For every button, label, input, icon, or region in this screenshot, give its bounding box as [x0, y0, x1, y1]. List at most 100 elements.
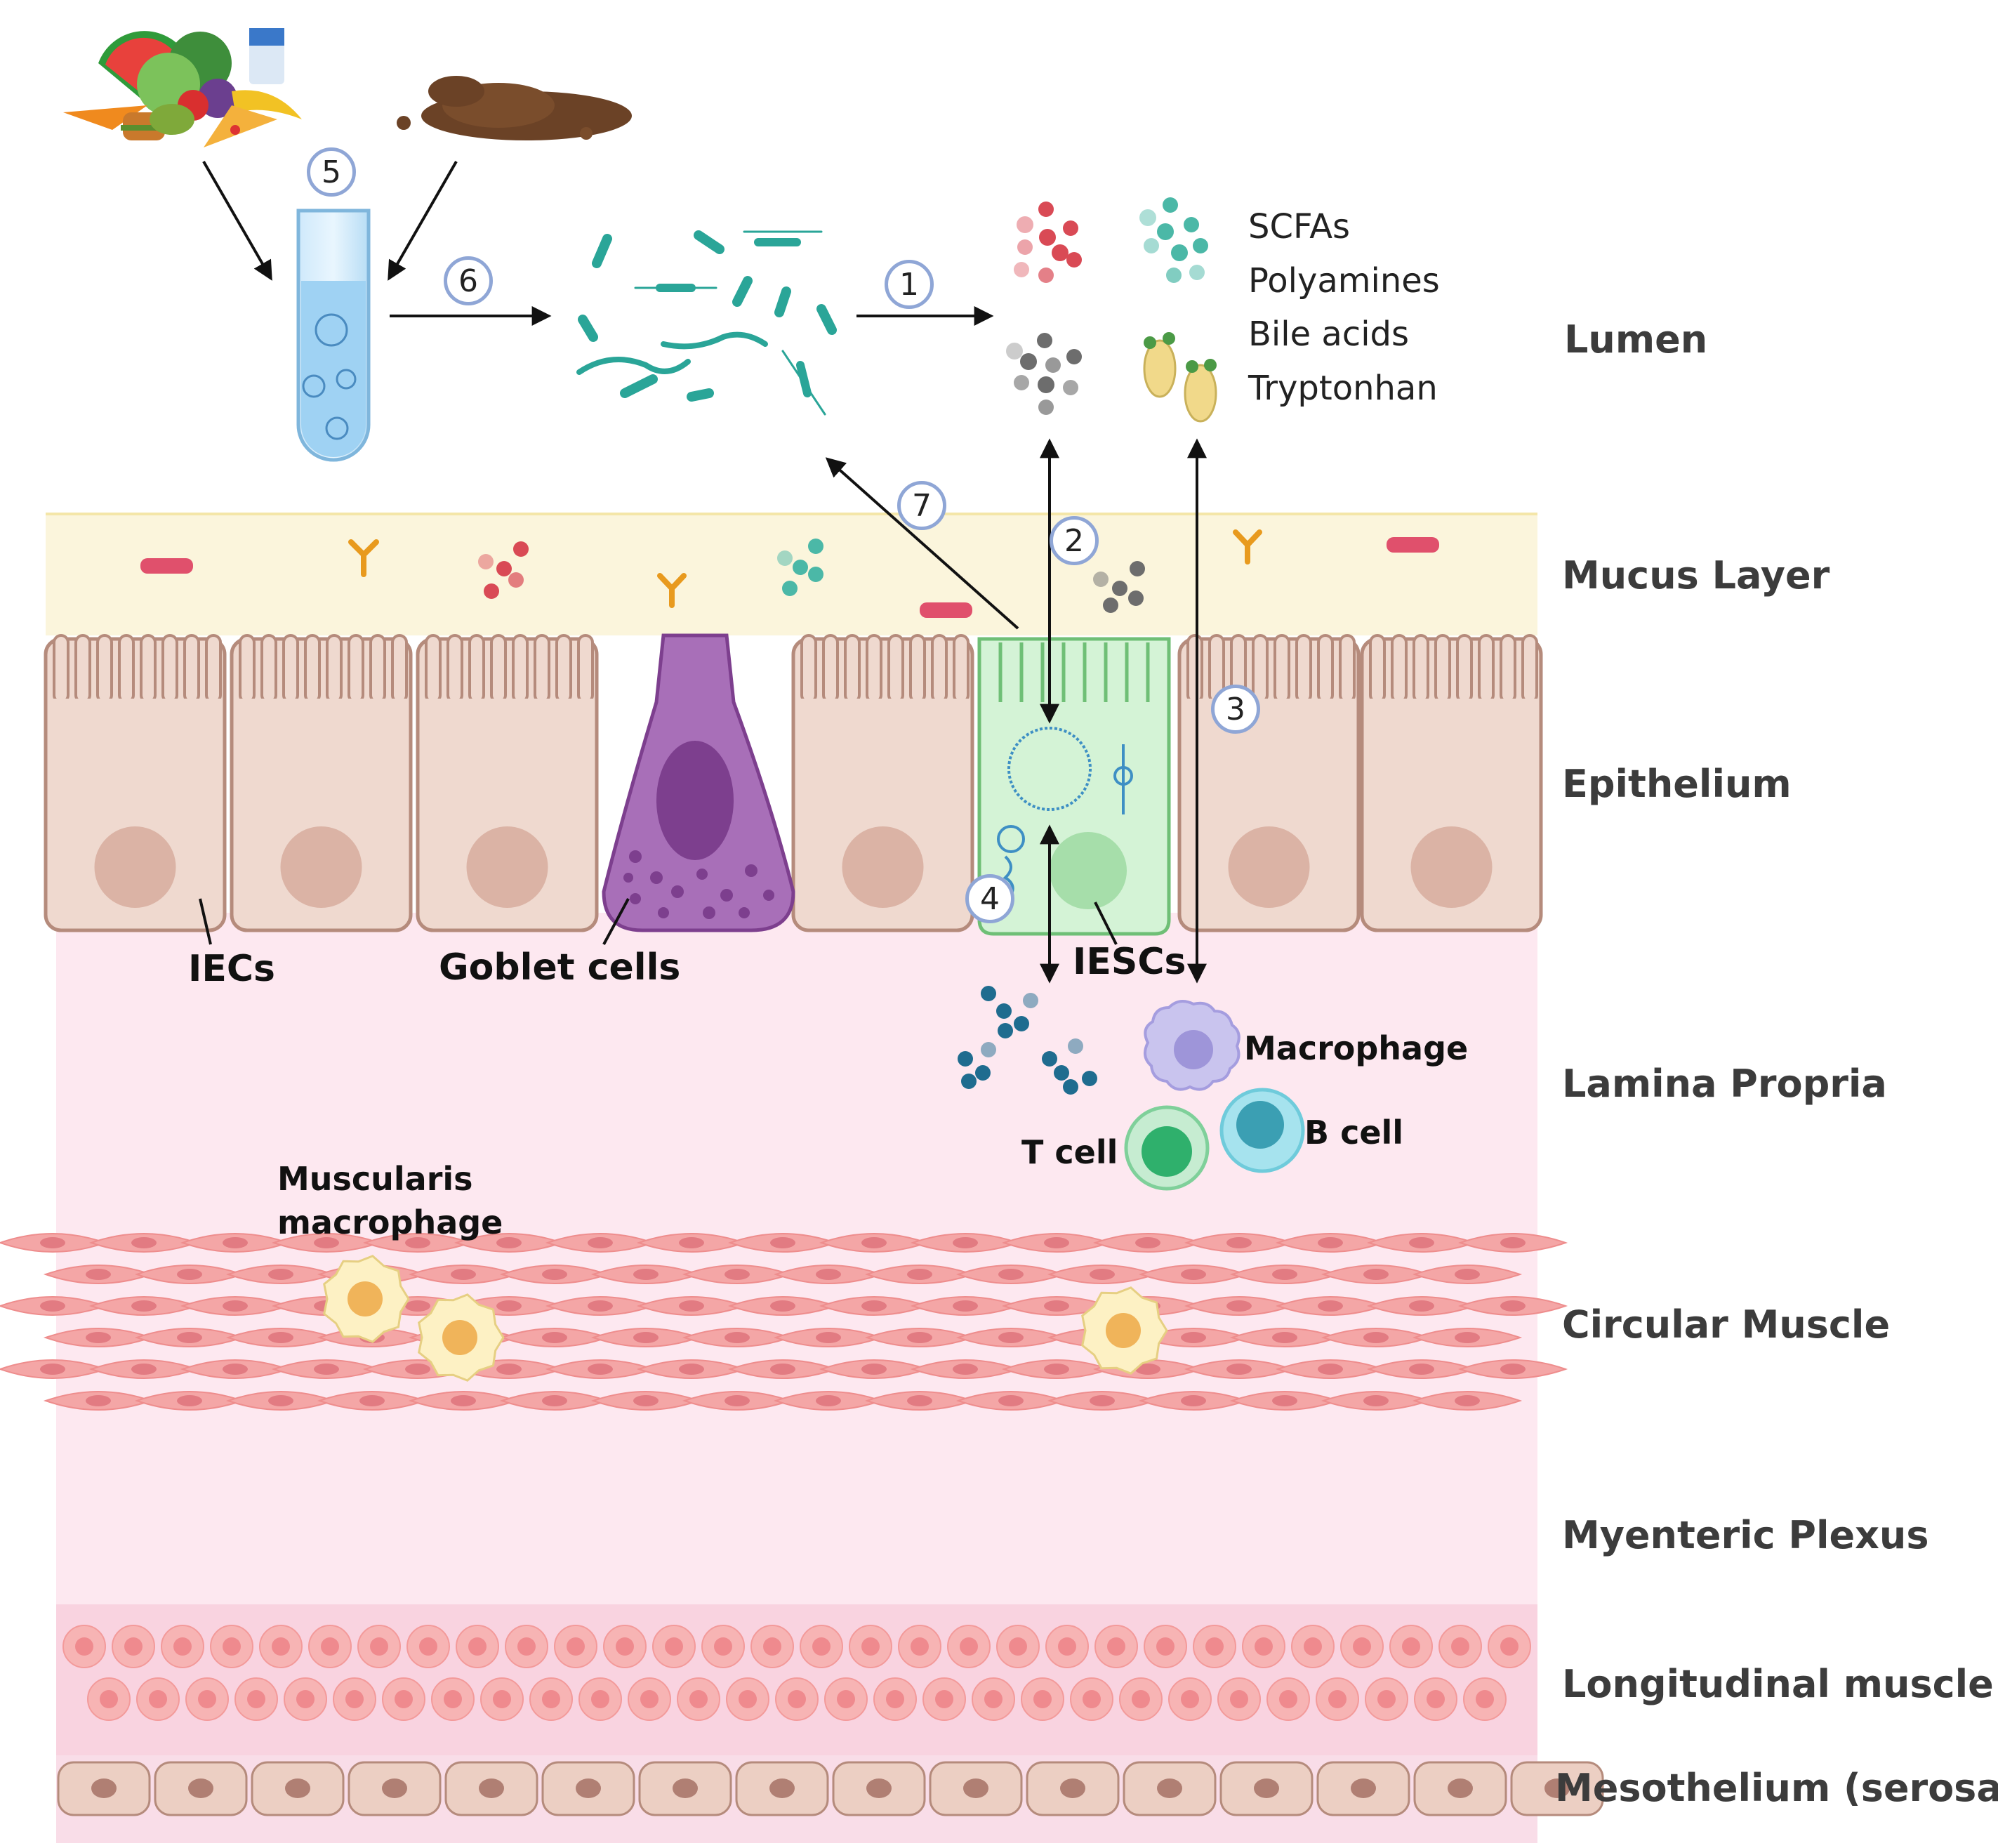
- bile-acid-droplet-icon: [1143, 332, 1217, 423]
- metabolite-label-polyamines: Polyamines: [1248, 261, 1440, 301]
- smooth-muscle-cell: [408, 1391, 519, 1411]
- mesothelial-cell: [348, 1761, 442, 1816]
- longitudinal-muscle-fiber: [1463, 1677, 1507, 1721]
- smooth-muscle-cell: [682, 1391, 793, 1411]
- smooth-muscle-cell: [271, 1233, 382, 1253]
- longitudinal-muscle-fiber: [1414, 1677, 1457, 1721]
- step-badge-2: 2: [1050, 516, 1099, 565]
- longitudinal-muscle-fiber: [775, 1677, 819, 1721]
- metabolite-label-scfas: SCFAs: [1248, 207, 1351, 246]
- longitudinal-muscle-fiber: [1340, 1625, 1384, 1668]
- longitudinal-muscle-fiber: [701, 1625, 745, 1668]
- test-tube-icon: [296, 209, 371, 462]
- mesothelial-cell: [444, 1761, 538, 1816]
- smooth-muscle-cell: [1184, 1233, 1295, 1253]
- layer-label-mesothelium: Mesothelium (serosa): [1555, 1766, 1998, 1810]
- mesothelial-cell: [1413, 1761, 1507, 1816]
- longitudinal-muscle-fiber: [1070, 1677, 1113, 1721]
- longitudinal-muscle-fiber: [1438, 1625, 1482, 1668]
- smooth-muscle-cell: [1412, 1265, 1523, 1284]
- longitudinal-muscle-fiber: [947, 1625, 991, 1668]
- longitudinal-muscle-cells: [62, 1625, 1531, 1721]
- muscularis-macrophage-cell: [418, 1293, 505, 1382]
- longitudinal-muscle-fiber: [1045, 1625, 1089, 1668]
- smooth-muscle-cell: [180, 1233, 291, 1253]
- longitudinal-muscle-fiber: [431, 1677, 475, 1721]
- longitudinal-muscle-fiber: [161, 1625, 204, 1668]
- mesothelial-cell: [735, 1761, 829, 1816]
- smooth-muscle-cell: [88, 1359, 199, 1379]
- longitudinal-muscle-fiber: [1217, 1677, 1261, 1721]
- longitudinal-muscle-fiber: [898, 1625, 941, 1668]
- smooth-muscle-cell: [727, 1359, 838, 1379]
- smooth-muscle-cell: [1457, 1359, 1568, 1379]
- smooth-muscle-cell: [773, 1328, 884, 1347]
- smooth-muscle-cell: [0, 1233, 108, 1253]
- epithelial-cell: [1177, 634, 1361, 932]
- step-badge-4: 4: [965, 874, 1014, 923]
- smooth-muscle-cell: [1412, 1391, 1523, 1411]
- layer-label-longitudinal-muscle: Longitudinal muscle: [1562, 1662, 1994, 1706]
- label-t-cell: T cell: [1021, 1133, 1118, 1171]
- smooth-muscle-cell: [1229, 1391, 1340, 1411]
- smooth-muscle-cell: [0, 1296, 108, 1316]
- label-iecs: IECs: [188, 948, 275, 990]
- smooth-muscle-cell: [1275, 1296, 1386, 1316]
- mesothelial-cell: [251, 1761, 345, 1816]
- mesothelial-cell: [1026, 1761, 1120, 1816]
- mesothelial-cell: [1316, 1761, 1410, 1816]
- smooth-muscle-cell: [1457, 1233, 1568, 1253]
- longitudinal-muscle-fiber: [234, 1677, 278, 1721]
- metabolite-teal-icon: [1139, 197, 1208, 283]
- longitudinal-muscle-fiber: [1266, 1677, 1310, 1721]
- smooth-muscle-cell: [1457, 1296, 1568, 1316]
- longitudinal-muscle-fiber: [1021, 1677, 1064, 1721]
- epithelial-cell: [1360, 634, 1543, 932]
- step-badge-5: 5: [307, 147, 356, 197]
- mesothelial-cell: [1219, 1761, 1314, 1816]
- smooth-muscle-cell: [1412, 1328, 1523, 1347]
- label-macrophage: Macrophage: [1244, 1029, 1469, 1067]
- goblet-cell-icon: [602, 633, 795, 932]
- smooth-muscle-cell: [955, 1328, 1066, 1347]
- layer-label-mucus: Mucus Layer: [1562, 553, 1830, 598]
- smooth-muscle-cell: [910, 1359, 1021, 1379]
- longitudinal-muscle-fiber: [677, 1677, 720, 1721]
- longitudinal-muscle-fiber: [1144, 1625, 1187, 1668]
- mesothelial-cell: [154, 1761, 248, 1816]
- label-b-cell: B cell: [1304, 1114, 1404, 1151]
- longitudinal-muscle-fiber: [972, 1677, 1015, 1721]
- gut-bacteria-icon: [576, 230, 837, 416]
- layer-label-lamina-propria: Lamina Propria: [1562, 1062, 1887, 1106]
- label-muscularis-macrophage-line2: macrophage: [277, 1203, 503, 1241]
- layer-label-myenteric-plexus: Myenteric Plexus: [1562, 1513, 1929, 1557]
- longitudinal-muscle-fiber: [406, 1625, 450, 1668]
- longitudinal-muscle-fiber: [210, 1625, 253, 1668]
- longitudinal-muscle-fiber: [849, 1625, 892, 1668]
- longitudinal-muscle-fiber: [308, 1625, 352, 1668]
- longitudinal-muscle-fiber: [382, 1677, 425, 1721]
- smooth-muscle-cell: [499, 1328, 610, 1347]
- longitudinal-muscle-fiber: [87, 1677, 131, 1721]
- epithelial-cell: [416, 634, 599, 932]
- mesothelial-cell: [541, 1761, 635, 1816]
- b-cell-icon: [1219, 1088, 1305, 1173]
- mesothelial-cell: [832, 1761, 926, 1816]
- smooth-muscle-cell: [88, 1233, 199, 1253]
- antibody-icon: [348, 529, 1262, 608]
- food-icon: [63, 28, 302, 147]
- longitudinal-muscle-fiber: [136, 1677, 180, 1721]
- smooth-muscle-cell: [955, 1391, 1066, 1411]
- label-iescs: IESCs: [1073, 941, 1186, 983]
- mucus-metabolite-icon: [478, 539, 1145, 613]
- smooth-muscle-cell: [1184, 1359, 1295, 1379]
- step-badge-1: 1: [885, 260, 934, 309]
- longitudinal-muscle-fiber: [726, 1677, 769, 1721]
- longitudinal-muscle-fiber: [456, 1625, 499, 1668]
- arrow-food-to-tube: [202, 161, 272, 281]
- step-badge-6: 6: [444, 256, 493, 305]
- longitudinal-muscle-fiber: [652, 1625, 696, 1668]
- mucus-layer-band: [46, 513, 1537, 635]
- longitudinal-muscle-fiber: [62, 1625, 106, 1668]
